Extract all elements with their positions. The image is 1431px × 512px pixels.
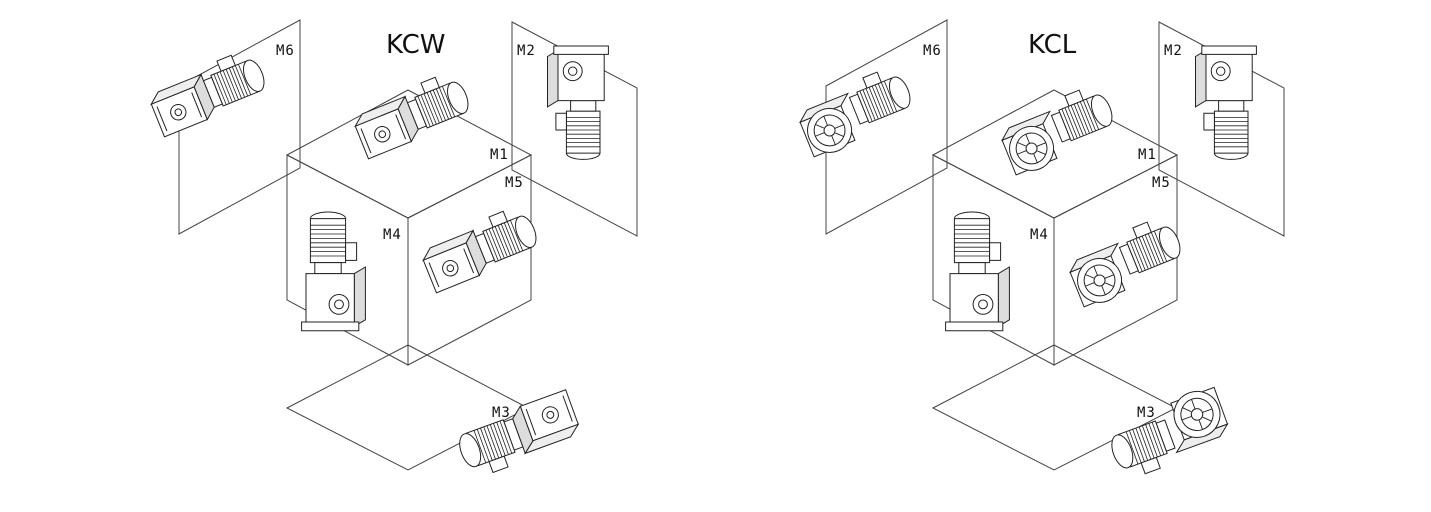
label-m2-kcw: M2 xyxy=(517,43,536,59)
cube-right-face xyxy=(1054,155,1177,365)
label-m1-kcl: M1 xyxy=(1138,147,1157,163)
title-kcw: KCW xyxy=(386,30,446,60)
cube-right-face xyxy=(408,155,531,365)
label-m6-kcl: M6 xyxy=(923,43,942,59)
gearmotor-m3-kcl xyxy=(1102,383,1235,483)
gearmotors-kcw xyxy=(144,45,609,481)
panel-m6 xyxy=(826,20,947,234)
label-m5-kcl: M5 xyxy=(1152,175,1171,191)
gearmotor-m6-kcl xyxy=(792,63,920,161)
gearmotor-m4-kcl xyxy=(945,211,1010,332)
gearmotor-m1-kcw xyxy=(348,68,476,160)
label-m5-kcw: M5 xyxy=(505,175,524,191)
label-m1-kcw: M1 xyxy=(490,147,509,163)
title-kcl: KCL xyxy=(1028,30,1077,60)
gearmotor-m5-kcw xyxy=(416,202,544,294)
label-m6-kcw: M6 xyxy=(276,43,295,59)
gearmotor-m2-kcw xyxy=(546,45,609,160)
gearmotor-m4-kcw xyxy=(301,211,366,332)
label-m4-kcl: M4 xyxy=(1030,227,1049,243)
panel-m6 xyxy=(179,20,300,234)
label-m3-kcl: M3 xyxy=(1137,405,1156,421)
gearmotor-m2-kcl xyxy=(1194,45,1257,160)
gearmotor-m5-kcl xyxy=(1062,213,1190,311)
gearmotor-m1-kcl xyxy=(994,81,1122,179)
gearmotor-m6-kcw xyxy=(144,46,272,138)
label-m2-kcl: M2 xyxy=(1164,43,1183,59)
label-m4-kcw: M4 xyxy=(383,227,402,243)
label-m3-kcw: M3 xyxy=(492,405,511,421)
gearmotors-kcl xyxy=(792,45,1257,483)
